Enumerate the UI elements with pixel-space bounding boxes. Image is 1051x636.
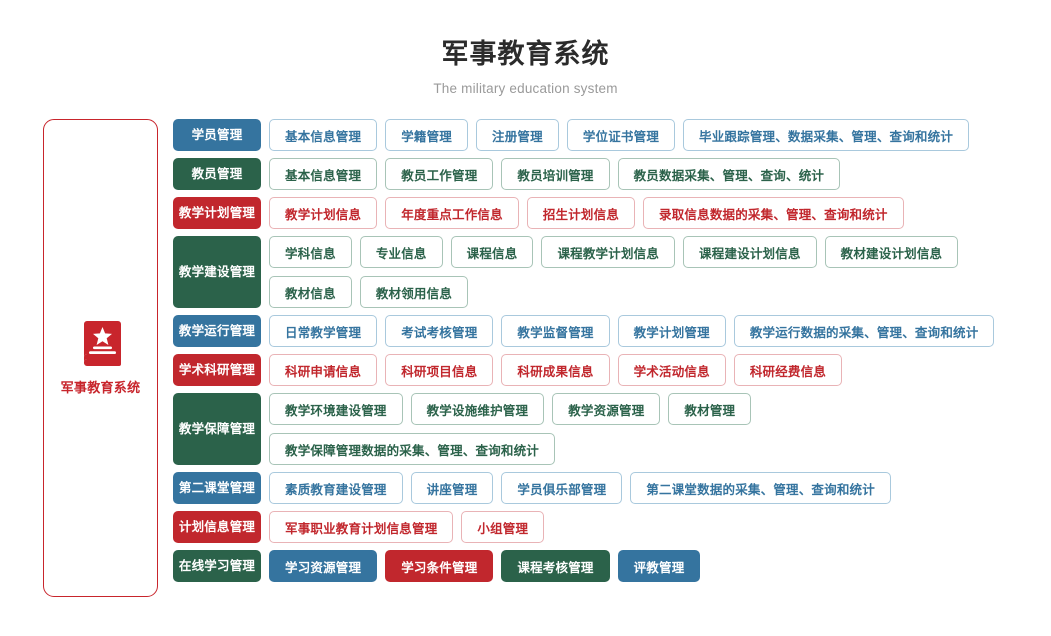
item-button[interactable]: 年度重点工作信息 <box>385 197 519 230</box>
category-row: 教学运行管理日常教学管理考试考核管理教学监督管理教学计划管理教学运行数据的采集、… <box>173 315 1033 348</box>
diagram-body: 军事教育系统 学员管理基本信息管理学籍管理注册管理学位证书管理毕业跟踪管理、数据… <box>0 119 1051 598</box>
category-row: 计划信息管理军事职业教育计划信息管理小组管理 <box>173 511 1033 544</box>
item-button[interactable]: 课程建设计划信息 <box>683 236 817 269</box>
category-row: 教学建设管理学科信息专业信息课程信息课程教学计划信息课程建设计划信息教材建设计划… <box>173 236 1033 309</box>
item-button[interactable]: 基本信息管理 <box>269 158 378 191</box>
category-items: 学科信息专业信息课程信息课程教学计划信息课程建设计划信息教材建设计划信息教材信息… <box>269 236 1033 309</box>
item-button[interactable]: 教学设施维护管理 <box>410 393 545 426</box>
category-row: 在线学习管理学习资源管理学习条件管理课程考核管理评教管理 <box>173 550 1033 583</box>
category-items: 科研申请信息科研项目信息科研成果信息学术活动信息科研经费信息 <box>269 354 1033 387</box>
category-button[interactable]: 学术科研管理 <box>173 354 261 387</box>
item-button[interactable]: 教员培训管理 <box>501 158 610 191</box>
item-button[interactable]: 学习条件管理 <box>385 550 494 583</box>
book-star-icon <box>80 320 122 366</box>
category-items: 军事职业教育计划信息管理小组管理 <box>269 511 1033 544</box>
item-button[interactable]: 录取信息数据的采集、管理、查询和统计 <box>643 197 904 230</box>
item-button[interactable]: 专业信息 <box>359 236 443 269</box>
item-button[interactable]: 学位证书管理 <box>566 119 676 152</box>
item-button[interactable]: 课程考核管理 <box>501 550 610 583</box>
item-button[interactable]: 教材领用信息 <box>359 276 469 309</box>
item-button[interactable]: 招生计划信息 <box>526 197 636 230</box>
item-button[interactable]: 小组管理 <box>461 511 545 544</box>
category-items: 教学计划信息年度重点工作信息招生计划信息录取信息数据的采集、管理、查询和统计 <box>269 197 1033 230</box>
category-row: 学术科研管理科研申请信息科研项目信息科研成果信息学术活动信息科研经费信息 <box>173 354 1033 387</box>
brand-panel: 军事教育系统 <box>43 119 158 598</box>
item-button[interactable]: 注册管理 <box>476 119 559 152</box>
category-button[interactable]: 教学计划管理 <box>173 197 261 230</box>
item-button[interactable]: 毕业跟踪管理、数据采集、管理、查询和统计 <box>683 119 970 152</box>
category-button[interactable]: 学员管理 <box>173 119 261 152</box>
item-button[interactable]: 课程教学计划信息 <box>541 236 676 269</box>
category-items: 基本信息管理教员工作管理教员培训管理教员数据采集、管理、查询、统计 <box>269 158 1033 191</box>
item-button[interactable]: 科研经费信息 <box>733 354 843 387</box>
item-button[interactable]: 教学环境建设管理 <box>269 393 403 426</box>
category-row: 教员管理基本信息管理教员工作管理教员培训管理教员数据采集、管理、查询、统计 <box>173 158 1033 191</box>
category-button[interactable]: 教学运行管理 <box>173 315 261 348</box>
item-button[interactable]: 课程信息 <box>450 236 534 269</box>
item-button[interactable]: 评教管理 <box>617 550 701 583</box>
item-button[interactable]: 学员俱乐部管理 <box>501 472 623 505</box>
item-button[interactable]: 日常教学管理 <box>269 315 378 348</box>
item-button[interactable]: 讲座管理 <box>410 472 494 505</box>
item-button[interactable]: 教学资源管理 <box>552 393 661 426</box>
item-button[interactable]: 教学运行数据的采集、管理、查询和统计 <box>733 315 995 348</box>
page-title: 军事教育系统 <box>441 39 610 69</box>
item-button[interactable]: 科研申请信息 <box>269 354 378 387</box>
category-button[interactable]: 教学建设管理 <box>173 236 261 309</box>
category-button[interactable]: 第二课堂管理 <box>173 472 261 505</box>
category-button[interactable]: 教学保障管理 <box>173 393 261 466</box>
item-button[interactable]: 军事职业教育计划信息管理 <box>269 511 454 544</box>
item-button[interactable]: 教材信息 <box>269 276 352 309</box>
category-items: 日常教学管理考试考核管理教学监督管理教学计划管理教学运行数据的采集、管理、查询和… <box>269 315 1033 348</box>
category-row: 教学计划管理教学计划信息年度重点工作信息招生计划信息录取信息数据的采集、管理、查… <box>173 197 1033 230</box>
category-button[interactable]: 计划信息管理 <box>173 511 261 544</box>
item-button[interactable]: 教员数据采集、管理、查询、统计 <box>617 158 841 191</box>
category-items: 素质教育建设管理讲座管理学员俱乐部管理第二课堂数据的采集、管理、查询和统计 <box>269 472 1033 505</box>
item-button[interactable]: 教材管理 <box>668 393 752 426</box>
item-button[interactable]: 教材建设计划信息 <box>824 236 959 269</box>
category-row: 第二课堂管理素质教育建设管理讲座管理学员俱乐部管理第二课堂数据的采集、管理、查询… <box>173 472 1033 505</box>
brand-label: 军事教育系统 <box>60 379 141 395</box>
item-button[interactable]: 教学监督管理 <box>501 315 610 348</box>
category-items: 基本信息管理学籍管理注册管理学位证书管理毕业跟踪管理、数据采集、管理、查询和统计 <box>269 119 1033 152</box>
category-row: 教学保障管理教学环境建设管理教学设施维护管理教学资源管理教材管理教学保障管理数据… <box>173 393 1033 466</box>
page-header: 军事教育系统 The military education system <box>0 0 1051 96</box>
item-button[interactable]: 考试考核管理 <box>385 315 494 348</box>
item-button[interactable]: 教学保障管理数据的采集、管理、查询和统计 <box>269 433 556 466</box>
category-items: 学习资源管理学习条件管理课程考核管理评教管理 <box>269 550 1033 583</box>
item-button[interactable]: 学术活动信息 <box>617 354 726 387</box>
item-button[interactable]: 第二课堂数据的采集、管理、查询和统计 <box>630 472 891 505</box>
category-button[interactable]: 教员管理 <box>173 158 261 191</box>
category-rows: 学员管理基本信息管理学籍管理注册管理学位证书管理毕业跟踪管理、数据采集、管理、查… <box>173 119 1033 597</box>
item-button[interactable]: 教学计划管理 <box>617 315 726 348</box>
item-button[interactable]: 学科信息 <box>269 236 352 269</box>
category-button[interactable]: 在线学习管理 <box>173 550 261 583</box>
item-button[interactable]: 学籍管理 <box>385 119 469 152</box>
item-button[interactable]: 科研成果信息 <box>501 354 610 387</box>
item-button[interactable]: 教学计划信息 <box>269 197 378 230</box>
item-button[interactable]: 基本信息管理 <box>269 119 378 152</box>
category-row: 学员管理基本信息管理学籍管理注册管理学位证书管理毕业跟踪管理、数据采集、管理、查… <box>173 119 1033 152</box>
page-subtitle: The military education system <box>433 81 618 97</box>
item-button[interactable]: 学习资源管理 <box>269 550 378 583</box>
category-items: 教学环境建设管理教学设施维护管理教学资源管理教材管理教学保障管理数据的采集、管理… <box>269 393 1033 466</box>
item-button[interactable]: 素质教育建设管理 <box>269 472 403 505</box>
item-button[interactable]: 教员工作管理 <box>385 158 494 191</box>
item-button[interactable]: 科研项目信息 <box>385 354 494 387</box>
